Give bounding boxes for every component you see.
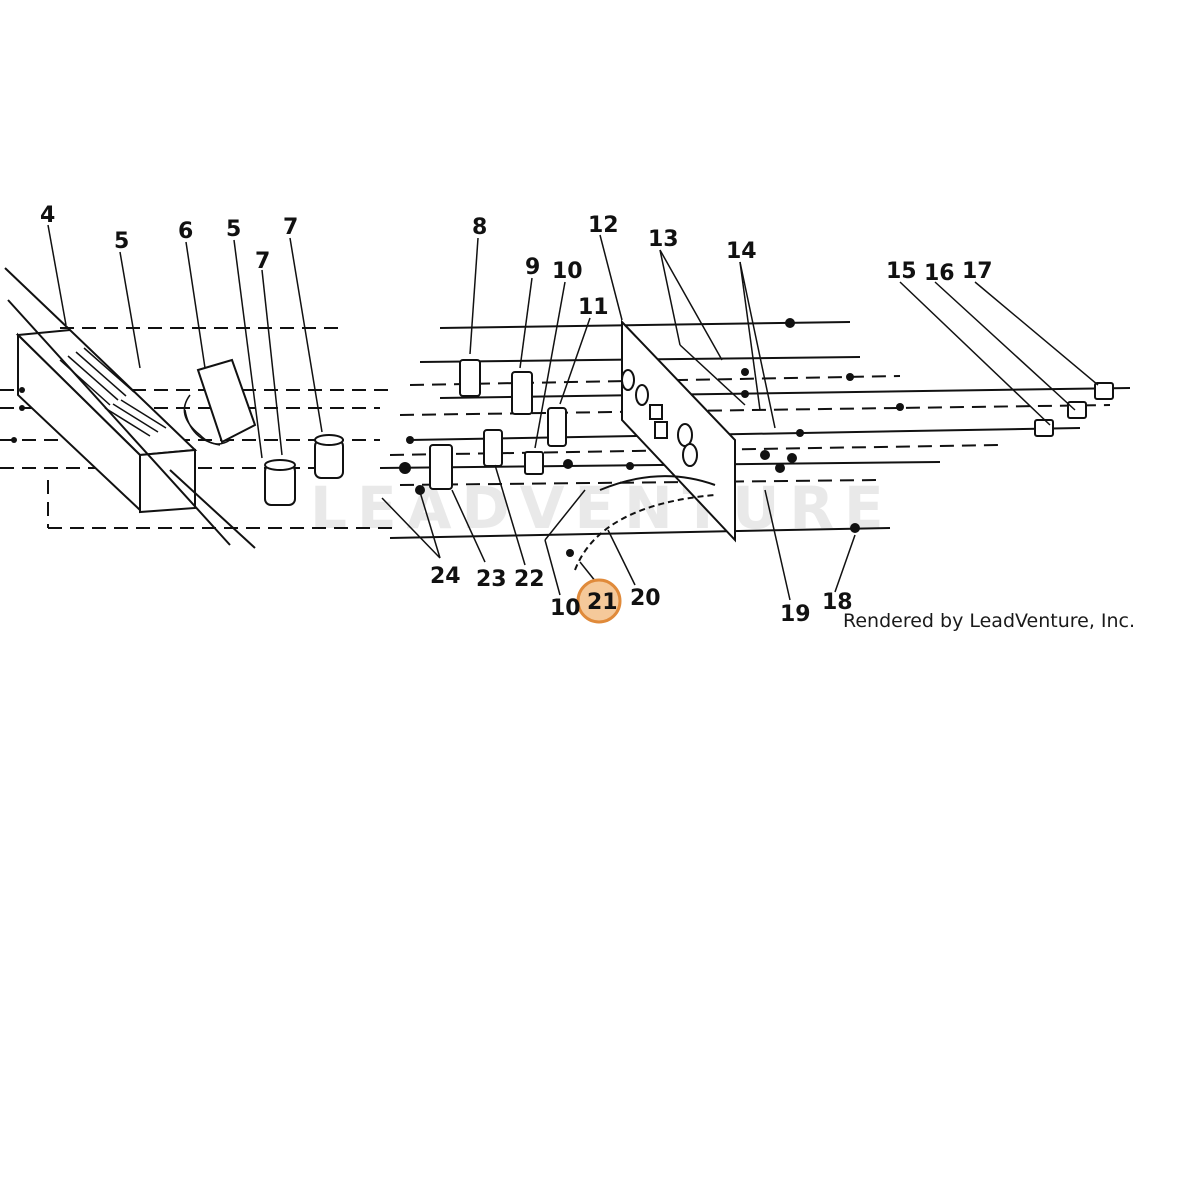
callout-8[interactable]: 8 — [472, 215, 487, 240]
callout-12[interactable]: 12 — [588, 213, 619, 238]
callout-10-bottom[interactable]: 10 — [550, 596, 581, 621]
callout-6[interactable]: 6 — [178, 219, 193, 244]
part-7-capacitors — [264, 434, 344, 506]
part-6-board — [183, 358, 257, 446]
highlight-ring-21 — [576, 578, 622, 624]
leader-lines — [47, 224, 1099, 601]
callout-24[interactable]: 24 — [430, 564, 461, 589]
callout-18[interactable]: 18 — [822, 590, 853, 615]
callout-7-right[interactable]: 7 — [283, 215, 298, 240]
callout-4[interactable]: 4 — [40, 203, 55, 228]
callout-7-left[interactable]: 7 — [255, 249, 270, 274]
callout-23[interactable]: 23 — [476, 567, 507, 592]
callout-9[interactable]: 9 — [525, 255, 540, 280]
callout-14[interactable]: 14 — [726, 239, 757, 264]
callout-5-left[interactable]: 5 — [114, 229, 129, 254]
callout-17[interactable]: 17 — [962, 259, 993, 284]
callout-21[interactable]: 21 — [587, 590, 618, 615]
callout-15[interactable]: 15 — [886, 259, 917, 284]
switch-brackets — [429, 359, 567, 490]
callout-labels: 4 5 6 5 7 7 8 9 10 11 12 13 14 15 16 17 … — [40, 203, 993, 627]
callout-19[interactable]: 19 — [780, 602, 811, 627]
part-12-panel — [574, 319, 736, 571]
fasteners — [11, 318, 904, 557]
callout-22[interactable]: 22 — [514, 567, 545, 592]
callout-10-top[interactable]: 10 — [552, 259, 583, 284]
callout-20[interactable]: 20 — [630, 586, 661, 611]
part-4-housing — [4, 267, 256, 549]
watermark-text: LEADVENTURE — [310, 474, 894, 542]
credit-text: Rendered by LeadVenture, Inc. — [843, 610, 1135, 632]
callout-11[interactable]: 11 — [578, 295, 609, 320]
callout-13[interactable]: 13 — [648, 227, 679, 252]
callout-5-right[interactable]: 5 — [226, 217, 241, 242]
callout-16[interactable]: 16 — [924, 261, 955, 286]
